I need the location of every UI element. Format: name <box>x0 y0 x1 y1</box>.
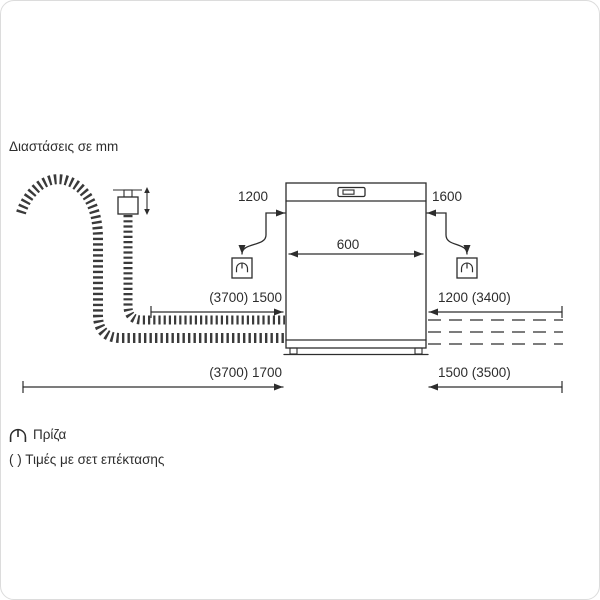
tap-valve-body <box>117 196 139 215</box>
extension-hose-dashes <box>428 319 563 345</box>
dim-bottom-left: (3700) 1700 <box>22 365 284 393</box>
power-socket-icon <box>231 257 253 279</box>
dim-bottom-right: 1500 (3500) <box>428 365 563 393</box>
dishwasher-outline <box>285 182 427 349</box>
dishwasher <box>283 182 429 356</box>
display-panel <box>337 186 366 198</box>
power-socket-icon <box>456 257 478 279</box>
dim-socket-right-arrow <box>426 209 471 255</box>
foot-right <box>414 347 423 355</box>
display-window <box>342 189 355 195</box>
dim-machine-width-label: 600 <box>337 237 360 252</box>
legend: Πρίζα ( ) Τιμές με σετ επέκτασης <box>9 427 165 467</box>
tap-height-indicator <box>144 187 150 215</box>
water-tap-icon <box>113 187 150 215</box>
tap-top <box>123 189 133 198</box>
dim-mid-left: (3700) 1500 <box>150 290 284 318</box>
dim-socket-right: 1600 <box>426 189 478 279</box>
dim-socket-left: 1200 <box>231 189 286 279</box>
dim-mid-left-label: (3700) 1500 <box>209 290 282 305</box>
dim-bottom-right-label: 1500 (3500) <box>438 365 511 380</box>
dim-socket-left-arrow <box>238 209 286 255</box>
legend-socket-label: Πρίζα <box>33 427 66 442</box>
dim-mid-right: 1200 (3400) <box>428 290 563 318</box>
dim-bottom-left-label: (3700) 1700 <box>209 365 282 380</box>
plug-icon <box>9 428 27 443</box>
foot-left <box>289 347 298 355</box>
dim-socket-right-label: 1600 <box>432 189 462 204</box>
dim-machine-width: 600 <box>288 237 424 258</box>
dim-mid-right-label: 1200 (3400) <box>438 290 511 305</box>
dim-socket-left-label: 1200 <box>238 189 268 204</box>
legend-extension-note: ( ) Τιμές με σετ επέκτασης <box>9 452 165 467</box>
diagram-title: Διαστάσεις σε mm <box>9 139 118 154</box>
